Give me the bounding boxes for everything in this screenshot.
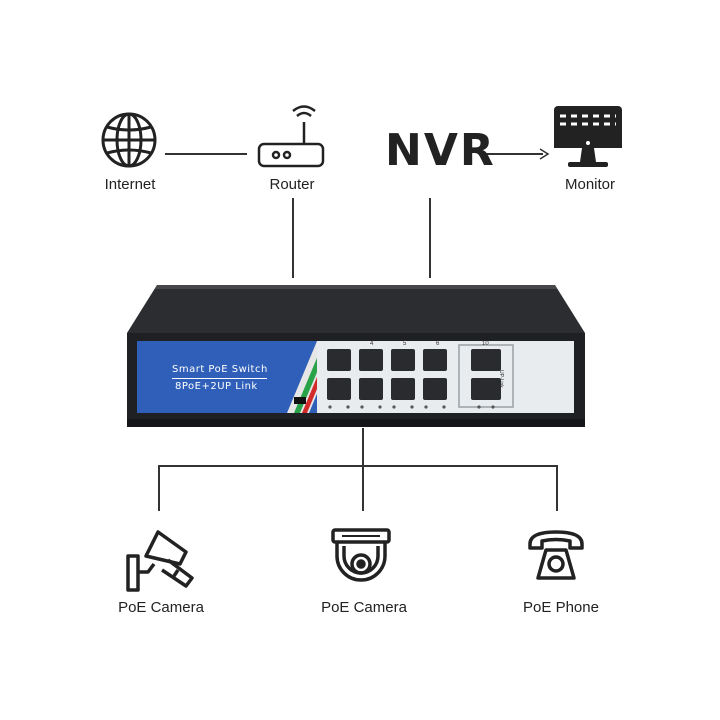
poe-switch-image xyxy=(127,285,585,427)
monitor-label: Monitor xyxy=(564,176,616,193)
bus-drop-phone xyxy=(556,465,558,511)
globe-icon xyxy=(101,112,157,168)
switch-title: Smart PoE Switch xyxy=(172,364,268,375)
port-label-4: 4 xyxy=(370,341,374,347)
bus-drop-camera-2 xyxy=(362,465,364,511)
telephone-icon xyxy=(528,530,584,580)
dome-camera-icon xyxy=(331,528,391,582)
bus-drop-camera-1 xyxy=(158,465,160,511)
router-switch-link xyxy=(292,198,294,278)
camera-1-label: PoE Camera xyxy=(118,599,204,616)
port-label-5: 5 xyxy=(403,341,407,347)
switch-down-link xyxy=(362,428,364,466)
port-label-6: 6 xyxy=(436,341,440,347)
arrow-right-icon xyxy=(539,148,550,160)
camera-2-label: PoE Camera xyxy=(321,599,407,616)
nvr-switch-link xyxy=(429,198,431,278)
bullet-camera-icon xyxy=(126,530,194,592)
internet-router-link xyxy=(165,153,247,155)
switch-subtitle: 8PoE+2UP Link xyxy=(175,381,258,392)
router-label: Router xyxy=(269,176,315,193)
port-label-10: 10 xyxy=(482,341,489,347)
phone-label: PoE Phone xyxy=(523,599,599,616)
uplink-label: UP-Link xyxy=(498,370,504,388)
router-icon xyxy=(257,105,325,168)
nvr-label: NVR xyxy=(385,125,496,176)
nvr-monitor-link xyxy=(485,153,543,155)
switch-title-underline xyxy=(172,378,267,379)
bus-line xyxy=(158,465,557,467)
internet-label: Internet xyxy=(104,176,156,193)
monitor-icon xyxy=(554,106,622,167)
